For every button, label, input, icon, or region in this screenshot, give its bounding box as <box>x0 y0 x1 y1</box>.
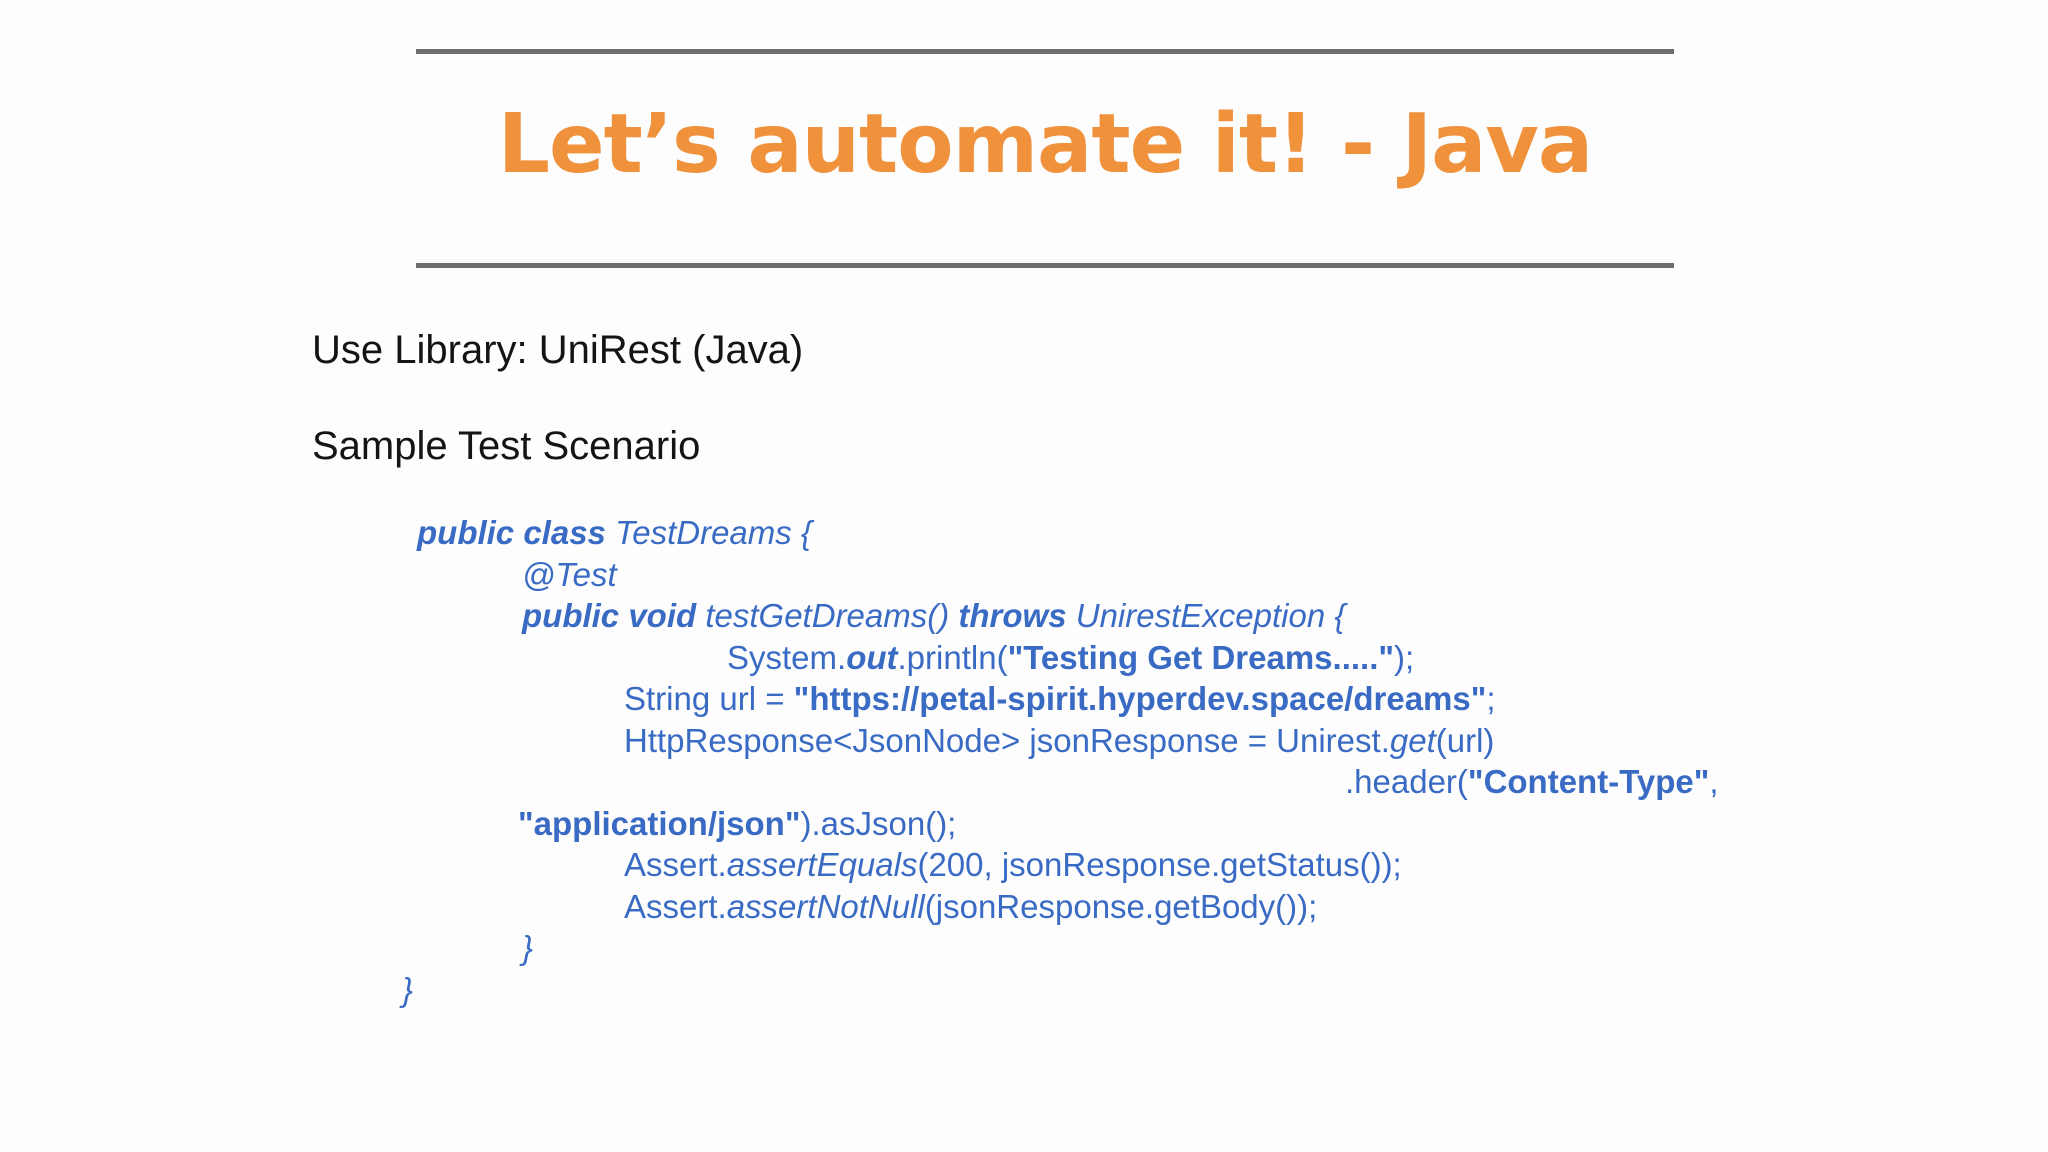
sample-scenario-text: Sample Test Scenario <box>312 424 701 468</box>
title-top-divider <box>416 49 1674 54</box>
code-segment: ); <box>1394 638 1415 676</box>
code-segment: System. <box>727 638 847 676</box>
code-segment: (200, jsonResponse.getStatus()); <box>917 846 1402 883</box>
code-segment: .header( <box>1345 763 1468 800</box>
code-segment: "https://petal-spirit.hyperdev.space/dre… <box>793 680 1487 717</box>
title-bottom-divider <box>416 263 1674 268</box>
code-segment: get <box>1389 721 1436 759</box>
code-segment: Assert. <box>624 887 727 925</box>
code-line: public class TestDreams { <box>402 512 1902 554</box>
code-line: "application/json").asJson(); <box>402 803 1902 845</box>
code-segment: ).asJson(); <box>800 804 957 842</box>
code-segment: throws <box>958 597 1067 634</box>
code-segment: public class <box>417 514 616 551</box>
code-segment: out <box>846 638 898 676</box>
code-segment: "application/json" <box>518 804 801 842</box>
code-segment: "Testing Get Dreams....." <box>1007 638 1395 676</box>
code-line: Assert.assertEquals(200, jsonResponse.ge… <box>402 844 1902 886</box>
code-segment: TestDreams { <box>615 514 812 551</box>
code-segment: String url = <box>624 680 794 717</box>
code-segment: Assert. <box>624 846 727 883</box>
code-segment: .println( <box>897 638 1008 676</box>
code-line: HttpResponse<JsonNode> jsonResponse = Un… <box>402 720 1902 762</box>
code-line: String url = "https://petal-spirit.hyper… <box>402 678 1902 720</box>
code-segment: , <box>1709 763 1719 800</box>
code-segment: assertEquals <box>726 846 918 883</box>
code-segment: @Test <box>522 555 617 593</box>
code-segment: "Content-Type" <box>1467 763 1710 800</box>
code-segment: UnirestException { <box>1066 597 1346 634</box>
code-segment: testGetDreams() <box>705 597 959 634</box>
code-segment: (jsonResponse.getBody()); <box>924 887 1318 925</box>
code-segment: ; <box>1486 680 1496 717</box>
code-line: @Test <box>402 554 1902 596</box>
code-line: .header("Content-Type", <box>402 761 1902 803</box>
code-line: } <box>402 969 1902 1011</box>
slide-title: Let’s automate it! - Java <box>497 97 1593 192</box>
code-line: System.out.println("Testing Get Dreams..… <box>402 637 1902 679</box>
code-segment: assertNotNull <box>726 887 925 925</box>
code-segment: } <box>402 970 414 1008</box>
code-line: public void testGetDreams() throws Unire… <box>402 595 1902 637</box>
code-segment: } <box>522 929 534 966</box>
code-segment: HttpResponse<JsonNode> jsonResponse = Un… <box>624 721 1390 759</box>
code-segment: (url) <box>1435 721 1495 759</box>
code-line: } <box>402 927 1902 969</box>
use-library-text: Use Library: UniRest (Java) <box>312 328 804 372</box>
code-line: Assert.assertNotNull(jsonResponse.getBod… <box>402 886 1902 928</box>
code-segment: public void <box>522 597 706 634</box>
